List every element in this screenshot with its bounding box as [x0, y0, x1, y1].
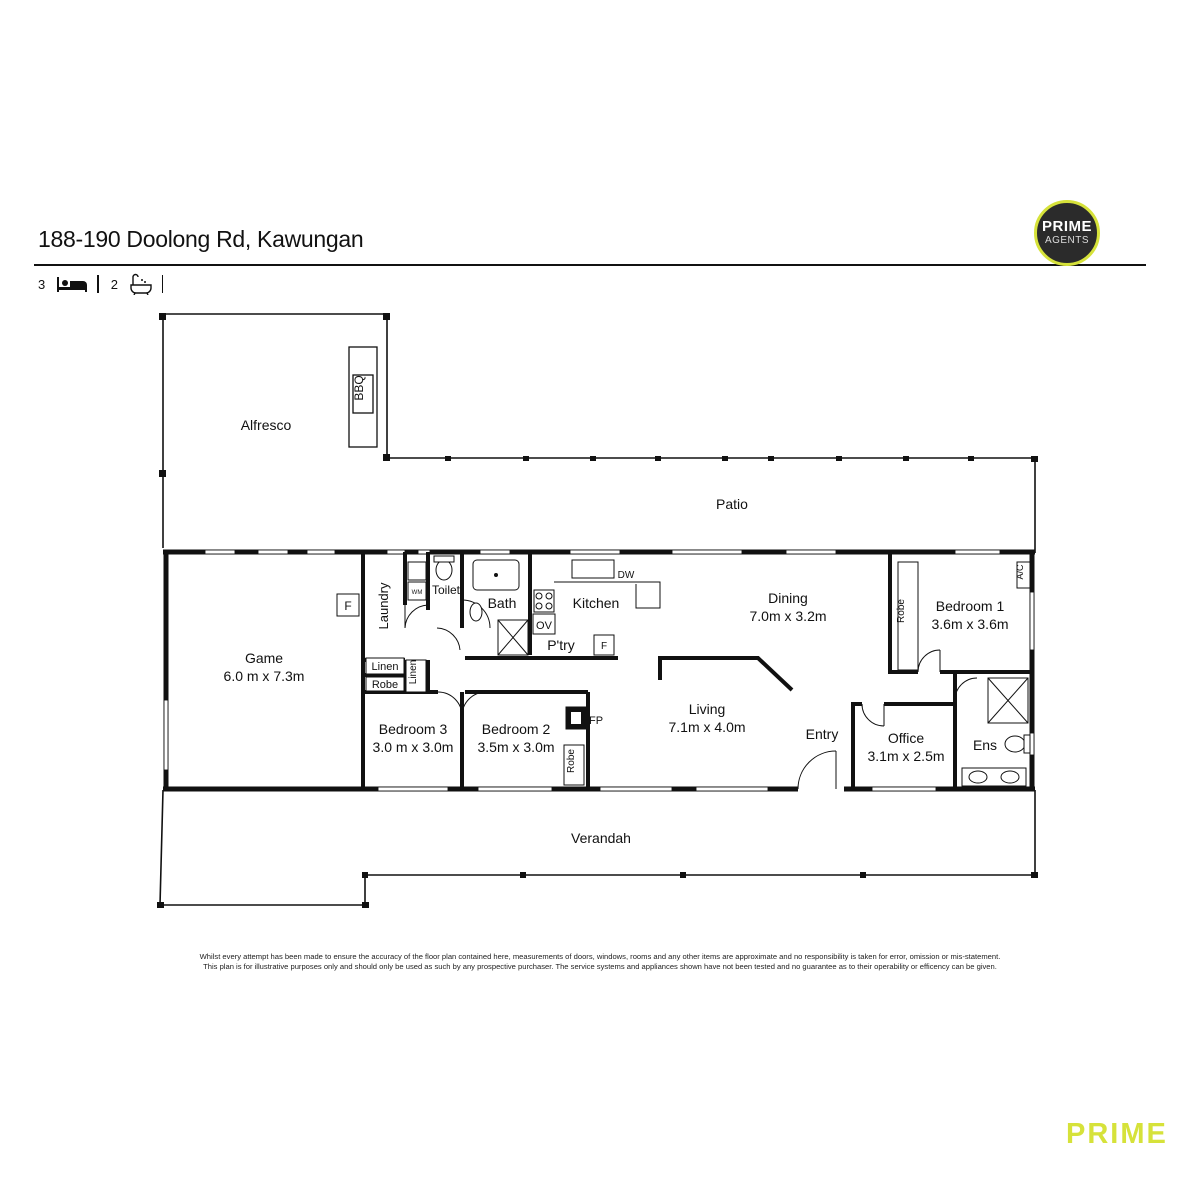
stats-separator [97, 275, 99, 293]
label-bedroom1: Bedroom 1 [936, 598, 1005, 614]
ens-cistern [1023, 734, 1031, 754]
oven [532, 613, 556, 635]
label-linen-2: Linen [408, 660, 419, 684]
verandah-outline [159, 789, 1036, 906]
label-bedroom2: Bedroom 2 [482, 721, 551, 737]
label-dining: Dining [768, 590, 808, 606]
label-laundry: Laundry [376, 582, 391, 629]
label-wm: WM [412, 590, 423, 596]
label-robe-bed1: Robe [896, 599, 907, 623]
linen-cupboard-1 [365, 657, 405, 675]
bbq-label-box [352, 374, 374, 414]
label-bedroom3-size: 3.0 m x 3.0m [373, 739, 454, 755]
label-ac: A/C [1015, 564, 1025, 580]
fixtures [336, 555, 1031, 787]
label-kitchen: Kitchen [573, 595, 620, 611]
kitchen-sink [571, 559, 615, 579]
kitchen-bench [554, 581, 661, 609]
door-swings [404, 599, 978, 790]
bathtub-icon [130, 273, 152, 295]
label-fp: FP [589, 715, 603, 727]
label-f-pantry: F [601, 641, 607, 652]
label-robe-bed3: Robe [372, 679, 398, 691]
toilet-cistern [433, 555, 455, 563]
header-divider [34, 264, 1146, 266]
toilet-bowl [435, 559, 453, 581]
property-stats: 3 2 [38, 272, 175, 296]
property-address-title: 188-190 Doolong Rd, Kawungan [38, 226, 364, 252]
label-f-game: F [344, 599, 351, 613]
interior-walls [361, 552, 1032, 789]
disclaimer-line-1: Whilst every attempt has been made to en… [199, 952, 1001, 961]
label-alfresco: Alfresco [241, 417, 292, 433]
label-ens: Ens [973, 737, 997, 753]
label-office: Office [888, 730, 925, 746]
label-bath: Bath [488, 595, 517, 611]
ac-unit [1016, 561, 1031, 589]
bathroom-count: 2 [110, 276, 118, 292]
label-game-size: 6.0 m x 7.3m [224, 668, 305, 684]
label-bedroom3: Bedroom 3 [379, 721, 448, 737]
disclaimer-line-2: This plan is for illustrative purposes o… [203, 962, 997, 971]
label-patio: Patio [716, 496, 748, 512]
windows [163, 549, 1035, 792]
label-office-size: 3.1m x 2.5m [867, 748, 944, 764]
logo-text-prime: PRIME [1041, 218, 1092, 235]
label-robe-bed2: Robe [566, 749, 577, 773]
stats-separator-end [161, 275, 164, 293]
label-verandah: Verandah [571, 830, 631, 846]
label-dw: DW [618, 570, 635, 581]
label-entry: Entry [806, 726, 839, 742]
room-labels: Alfresco BBQ Patio Game 6.0 m x 7.3m F L… [224, 375, 1025, 846]
bath-tap [494, 573, 498, 577]
label-living: Living [689, 701, 726, 717]
laundry-tub [407, 561, 427, 581]
bedroom-count: 3 [38, 276, 46, 292]
pantry-fridge [593, 634, 615, 656]
label-ov: OV [536, 620, 553, 632]
label-toilet: Toilet [432, 583, 461, 597]
fridge-game [336, 593, 360, 617]
robe-bed2 [563, 744, 585, 786]
label-game: Game [245, 650, 283, 666]
bed-icon [57, 277, 88, 292]
label-bedroom2-size: 3.5m x 3.0m [477, 739, 554, 755]
prime-brand-wordmark: PRIME [1066, 1118, 1168, 1150]
post-markers [157, 313, 1038, 908]
label-pantry: P'try [547, 637, 575, 653]
prime-agents-logo: PRIME AGENTS [1034, 200, 1100, 266]
label-living-size: 7.1m x 4.0m [668, 719, 745, 735]
alfresco-patio-outline [162, 313, 1036, 553]
label-dining-size: 7.0m x 3.2m [749, 608, 826, 624]
label-bbq: BBQ [352, 375, 366, 400]
label-linen-1: Linen [372, 661, 399, 673]
label-bedroom1-size: 3.6m x 3.6m [931, 616, 1008, 632]
washing-machine [407, 581, 427, 601]
linen-cupboard-2 [405, 659, 427, 693]
bath-basin [469, 602, 483, 622]
outdoor-outlines [159, 313, 1036, 906]
ens-toilet [1004, 735, 1026, 753]
logo-text-agents: AGENTS [1044, 235, 1090, 246]
robe-bed3 [365, 676, 405, 692]
entry-opening [798, 786, 844, 792]
